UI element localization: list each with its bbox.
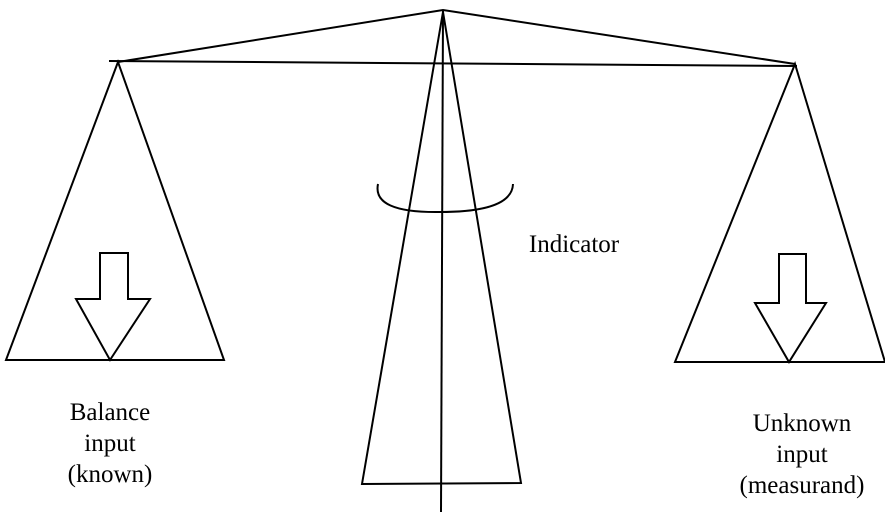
balance-label-line-1: Balance	[69, 399, 151, 426]
balance-label-line-2: input	[84, 430, 136, 457]
balance-input-label: Balance input (known)	[40, 397, 180, 490]
unknown-input-label: Unknown input (measurand)	[712, 408, 885, 501]
unknown-label-line-2: input	[776, 441, 828, 468]
left-pan	[4, 59, 226, 361]
right-pan	[673, 60, 885, 363]
right-down-arrow	[753, 253, 828, 364]
indicator-rotation-arc	[376, 183, 514, 214]
indicator-stand	[360, 11, 523, 486]
unknown-label-line-3: (measurand)	[739, 472, 865, 499]
indicator-needle	[440, 9, 444, 512]
beam-top-struts	[117, 8, 796, 65]
balance-label-line-3: (known)	[67, 461, 153, 488]
indicator-label: Indicator	[528, 231, 620, 258]
unknown-label-line-1: Unknown	[752, 410, 852, 437]
left-down-arrow	[74, 252, 152, 362]
beam	[108, 60, 798, 67]
